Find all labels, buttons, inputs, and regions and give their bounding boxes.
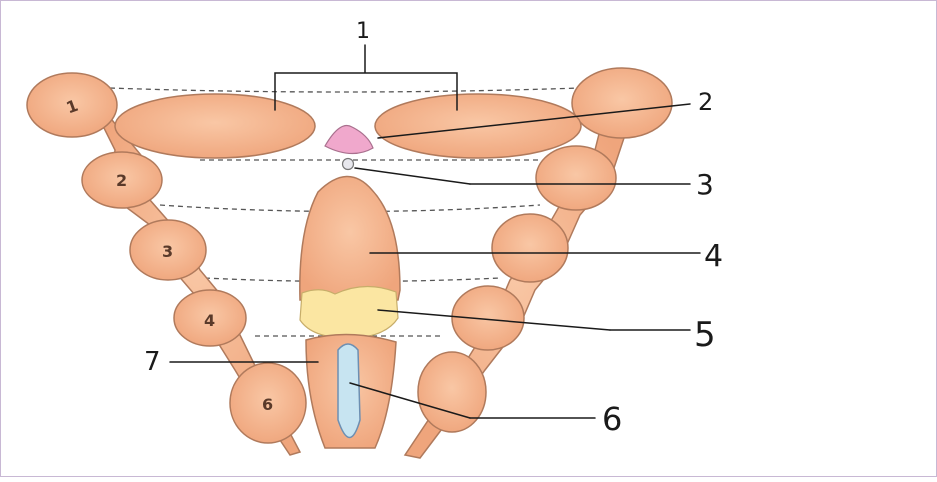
right-top-lobe <box>374 93 582 159</box>
yellow-band <box>299 285 399 339</box>
callout-1: 1 <box>356 19 370 44</box>
callout-7: 7 <box>144 347 161 377</box>
pink-gland <box>324 124 374 155</box>
left-somite-1 <box>26 72 118 138</box>
right-somite-3 <box>491 213 569 283</box>
right-somite-1 <box>571 67 673 139</box>
leader-lines <box>169 44 701 419</box>
right-somite-2 <box>535 145 617 211</box>
left-top-lobe <box>114 93 316 159</box>
bracket-1 <box>274 44 458 111</box>
leader-5 <box>377 309 611 331</box>
left-somite-2 <box>81 151 163 209</box>
chain-label-3: 3 <box>162 242 173 261</box>
central-body <box>299 175 401 301</box>
leader-6 <box>349 382 471 419</box>
chain-label-4: 4 <box>204 311 215 330</box>
callout-6: 6 <box>602 400 622 438</box>
left-somite-4 <box>173 289 247 347</box>
right-somite-5 <box>417 351 487 433</box>
chain-label-6: 6 <box>262 395 273 414</box>
leader-2 <box>377 103 691 139</box>
right-somite-4 <box>451 285 525 351</box>
callout-5: 5 <box>694 315 716 355</box>
leader-3 <box>354 167 471 185</box>
right-somite-chain <box>403 67 673 459</box>
callout-3: 3 <box>696 168 714 201</box>
left-somite-3 <box>129 219 207 281</box>
small-nodule <box>341 157 355 171</box>
left-somite-chain <box>26 72 307 456</box>
left-somite-6 <box>229 362 307 444</box>
callout-2: 2 <box>698 88 713 116</box>
callout-4: 4 <box>704 239 723 274</box>
dashed-line-top <box>109 87 581 93</box>
callout-labels: 1 2 3 4 5 6 7 <box>144 19 723 438</box>
blue-core <box>337 343 361 439</box>
chain-label-2: 2 <box>116 171 127 190</box>
top-lobes <box>114 93 582 159</box>
